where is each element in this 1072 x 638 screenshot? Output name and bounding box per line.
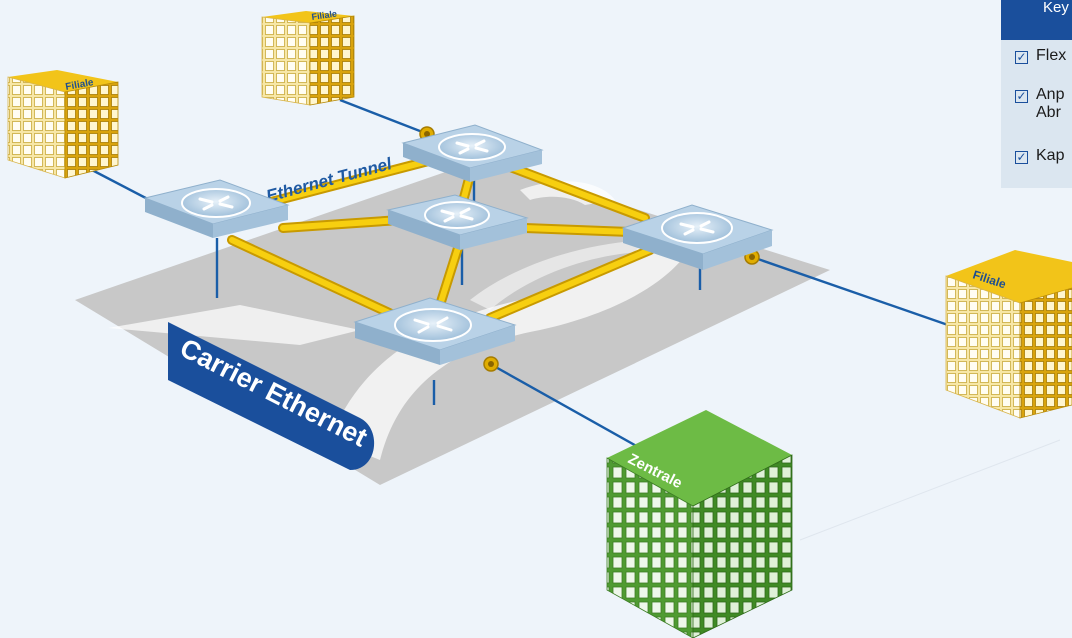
checkbox-icon: ✓ — [1015, 50, 1028, 64]
key-item-3: ✓Kap — [1015, 147, 1065, 164]
switch-left — [143, 179, 290, 238]
branch-building-right: Filiale — [945, 250, 1072, 419]
switch-bottom — [353, 297, 517, 365]
switch-center — [386, 194, 529, 250]
arrows-icon — [198, 195, 234, 211]
floor-line — [799, 439, 1061, 541]
key-panel-header: Key — [1001, 0, 1072, 40]
checkbox-icon: ✓ — [1015, 89, 1028, 103]
arrows-icon — [455, 139, 489, 155]
branch-left-label: Filiale — [65, 77, 95, 93]
arrows-icon — [413, 316, 453, 334]
branch-top-label: Filiale — [311, 9, 338, 22]
switch-top — [401, 124, 544, 182]
checkbox-icon: ✓ — [1015, 150, 1028, 164]
plug-bottom — [483, 356, 499, 372]
arrows-icon — [679, 220, 715, 236]
branch-building-top: Filiale — [261, 9, 355, 106]
branch-building-left: Filiale — [7, 70, 119, 179]
key-item-1: ✓Flex — [1015, 47, 1067, 64]
switch-right — [621, 204, 774, 270]
headquarters-building: Zentrale — [606, 410, 793, 638]
arrows-icon — [440, 207, 474, 223]
